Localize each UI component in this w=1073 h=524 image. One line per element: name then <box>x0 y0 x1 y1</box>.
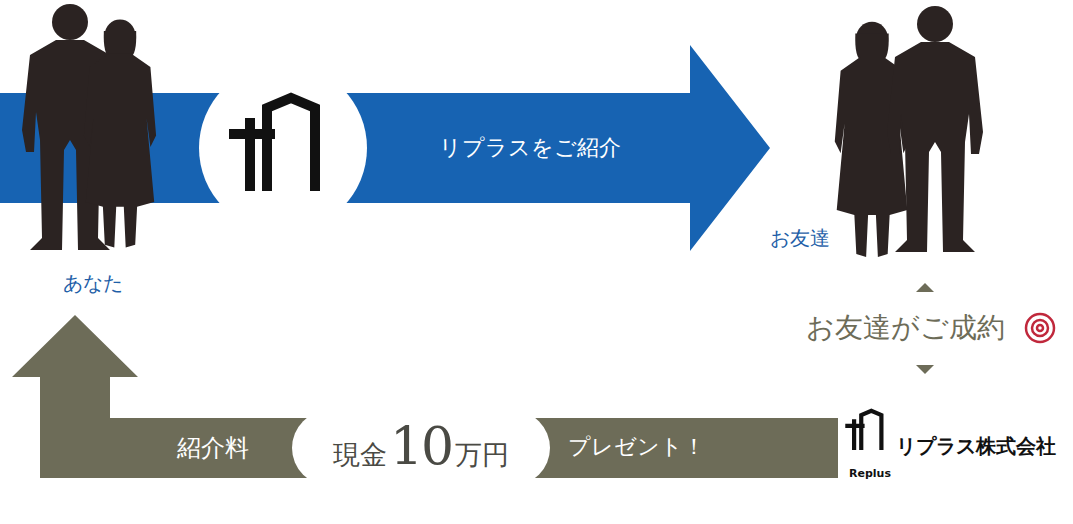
status-note: お友達がご成約 <box>806 309 1005 347</box>
edge-label: 紹介料 <box>177 432 249 464</box>
company-mark <box>845 411 881 450</box>
company-wordmark: Replus <box>849 467 891 480</box>
company-name: リプラス株式会社 <box>896 433 1056 460</box>
couple-friend <box>835 6 983 257</box>
up-triangle <box>916 283 934 292</box>
down-triangle <box>916 365 934 374</box>
couple-you <box>22 4 156 250</box>
logo-circle <box>199 64 367 232</box>
reward-band <box>530 418 838 478</box>
amount-text: 万円 <box>455 441 509 468</box>
person-label: あなた <box>63 270 123 297</box>
rose-icon <box>1026 314 1054 342</box>
person-label: お友達 <box>770 225 830 252</box>
amount-text: 現金 <box>333 441 387 468</box>
logo-mark <box>229 98 315 191</box>
present-text: プレゼント！ <box>568 432 705 462</box>
reward-arrow <box>12 315 312 478</box>
reward-pill: 現金10万円 <box>292 410 550 486</box>
person-friend: お友達 <box>770 0 970 256</box>
person-you: あなた <box>0 0 185 315</box>
amount-number: 10 <box>390 420 452 472</box>
edge-label: リプラスをご紹介 <box>439 133 621 163</box>
